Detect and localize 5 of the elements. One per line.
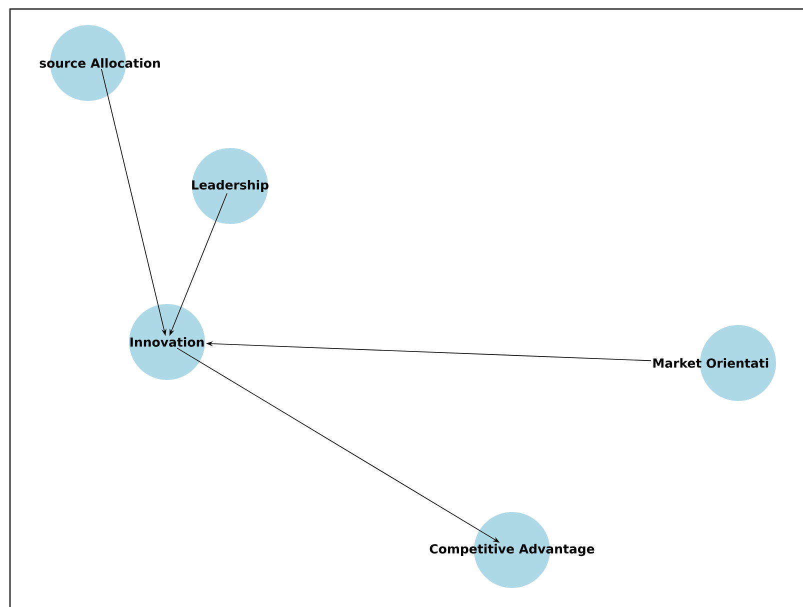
graph-node: Competitive Advantage [430,512,594,588]
graph-node: Innovation [129,304,205,380]
graph-node: Leadership [192,148,268,224]
graph-node: Market Orientati [653,325,776,401]
graph-node: source Allocation [40,25,160,101]
